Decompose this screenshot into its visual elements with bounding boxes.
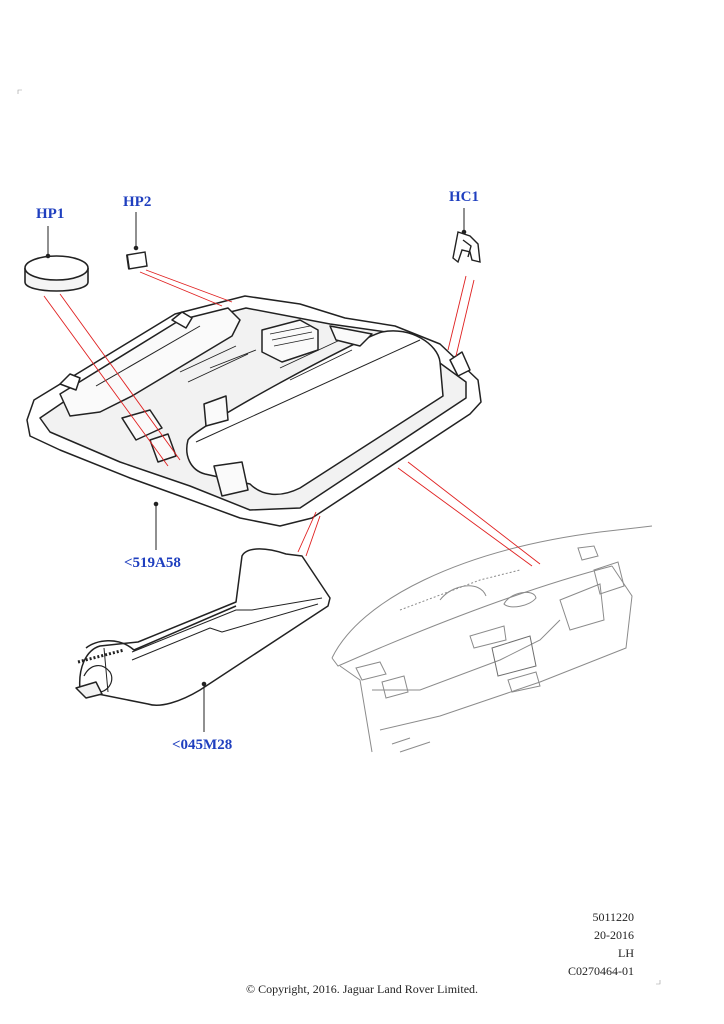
drawing-date: 20-2016 [594, 928, 634, 942]
trim-panel-part [75, 548, 331, 706]
overhead-console-part [26, 295, 482, 527]
red-leader-lines [43, 269, 541, 567]
drawing-info-block: 5011220 20-2016 LH C0270464-01 [568, 908, 634, 980]
callout-console-part[interactable]: <519A58 [124, 555, 181, 571]
callout-hp2[interactable]: HP2 [123, 194, 152, 210]
vehicle-dashboard-context [331, 525, 653, 753]
drawing-number: 5011220 [592, 910, 634, 924]
callout-hp1[interactable]: HP1 [36, 206, 65, 222]
hp2-plug-part [126, 251, 148, 270]
callout-hc1[interactable]: HC1 [449, 189, 479, 205]
callout-leaders [45, 208, 467, 732]
drawing-reference: C0270464-01 [568, 964, 634, 978]
hp1-cap-part [24, 255, 89, 292]
copyright-notice: © Copyright, 2016. Jaguar Land Rover Lim… [245, 982, 479, 996]
hc1-clip-part [452, 231, 481, 264]
drawing-side: LH [618, 946, 634, 960]
crop-marks [17, 89, 661, 985]
callout-trim-part[interactable]: <045M28 [172, 737, 233, 753]
